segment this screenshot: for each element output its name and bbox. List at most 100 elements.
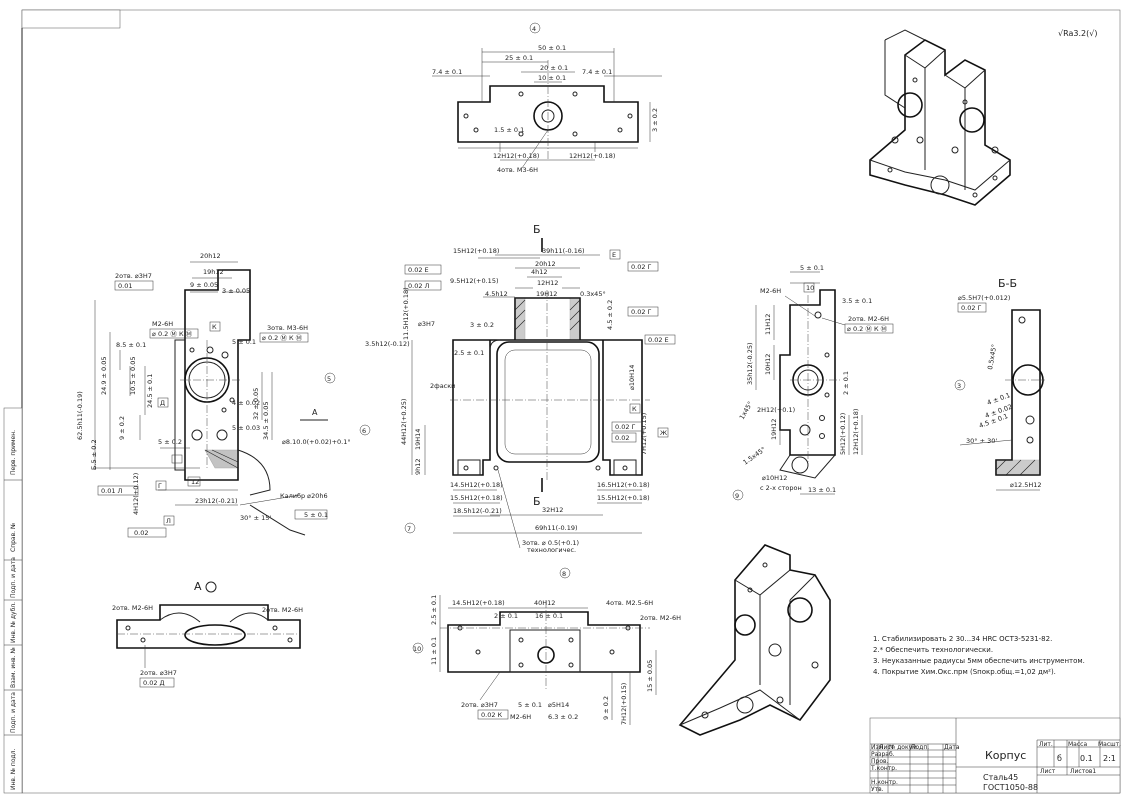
view-center-dim-35: К [632,405,637,413]
view-bottom-center: 14.5Н12(+0.18) 40Н12 4отв. М2.5-6Н 2отв.… [412,595,681,725]
view-center-letter-e: Е [612,251,616,259]
view-section-title: Б-Б [998,277,1017,290]
view-center-dim-19: 44Н12(+0.25) [400,399,408,445]
surface-finish-symbol: √Ra3.2(√) [1058,29,1097,38]
title-block-header-1: Лист [879,744,895,751]
view-right-dim-13: 12Н12(+0.18) [852,409,860,455]
view-section-dim-0: ⌀5.5Н7(+0.012) [958,294,1010,302]
view-left-dim-5: М2-6Н [152,320,173,328]
view-left-dim-1: 20h12 [200,252,221,260]
side-stamp-4: Взам. инв. № [10,647,17,688]
title-block-mass-value: 0.1 [1080,754,1093,763]
view-top-dim-0: 50 ± 0.1 [538,44,566,52]
view-center-dim-9: 0.02 Е [408,266,429,274]
view-left-dim-21: 4Н12(+0.12) [132,473,140,515]
view-top-dim-5: 7.4 ± 0.1 [582,68,612,76]
view-left-letter-3: К [212,323,217,331]
view-bottom-center-dim-0: 14.5Н12(+0.18) [452,599,505,607]
view-left-dim-11: 10.5 ± 0.05 [129,356,137,395]
view-bottom-center-dim-1: 40Н12 [534,599,555,607]
view-center-dim-17: 3 ± 0.2 [470,321,494,329]
view-right: 5 ± 0.1 10 М2-6Н 3.5 ± 0.1 2отв. М2-6Н ⌀… [732,264,894,501]
title-block-material-1: Сталь45 [983,773,1018,782]
view-bottom-center-dim-9: 0.02 К [481,711,503,719]
note-4: 4. Покрытие Хим.Окс.прм (Sпокр.общ.=1,02… [873,668,1056,676]
view-left-dim-16: 4 ± 0.02 [232,399,260,407]
view-section-circle: 3 [957,382,961,390]
view-left-dim-22: 23h12(-0.21) [195,497,238,505]
view-center-dim-34: Ж [660,429,667,437]
title-block-header-3: Подп. [911,744,929,751]
view-left-dim-27: 0.01 Л [101,487,123,495]
view-right-dim-7: 35h12(-0.25) [746,342,754,385]
view-top-dim-3: 10 ± 0.1 [538,74,566,82]
view-right-dim-14: ⌀10Н12 [762,474,787,482]
view-right-dim-6: 11Н12 [764,314,772,335]
view-left-circle-1: 5 [327,375,331,383]
view-left-dim-23: 12 [191,478,199,486]
view-right-dim-12: 5Н12(+0.12) [839,413,847,455]
view-center-dim-32: 0.02 [615,434,629,442]
view-left-letter-2: Д [160,399,165,407]
view-left-dim-4: 3 ± 0.05 [222,287,250,295]
view-left-dim-30: 0.02 [134,529,148,537]
view-bottom-center-circle: 10 [413,645,421,653]
view-center-dim-26: 69h11(-0.19) [535,524,578,532]
view-center-dim-5: 19Н12 [536,290,557,298]
title-block-lit-value: б [1057,754,1062,763]
view-center-dim-1: 39h11(-0.16) [542,247,585,255]
view-center-dim-8: 0.3х45° [580,290,606,298]
view-bottom-center-dim-4: 2 ± 0.1 [494,612,518,620]
view-left-dim-24: ⌀8.10.0(+0.02)+0.1° [282,438,351,446]
view-bottom-center-dim-2: 4отв. М2.5-6Н [606,599,653,607]
view-section-dim-6: 30° ± 30' [966,437,997,445]
title-block-header-2: № докум. [889,744,919,751]
title-block-row-4: Н.контр. [871,779,898,786]
view-bottom-left-dim-0: 2отв. М2-6Н [112,604,153,612]
view-center: Б Б 15Н12(+0.18) 39h11(-0.16) 20h1 [365,223,676,579]
view-right-dim-2: М2-6Н [760,287,781,295]
view-center-dim-13: ⌀3Н7 [418,320,435,328]
view-bottom-left-dim-2: 2отв. ⌀3Н7 [140,669,177,677]
view-center-dim-11b: 0.02 Г [631,308,652,316]
title-block-header-0: Изм [871,744,883,751]
side-stamp-5: Подп. и дата [10,692,17,733]
view-right-dim-15: с 2-х сторон [760,484,802,492]
view-right-dim-5: ⌀ 0.2 Ⓜ К Ⓜ [847,325,888,333]
title-block-part-name: Корпус [985,749,1026,762]
side-stamp-6: Инв. № подл. [10,749,17,790]
view-left-dim-3: 9 ± 0.05 [190,281,218,289]
view-left-dim-17: 5 ± 0.03 [232,424,260,432]
view-center-dim-33: 2фаски [430,382,455,390]
view-center-dim-36: 3отв. ⌀ 0.5(+0.1) [522,539,579,547]
view-left-dim-8: 62.5h11(-0.19) [76,391,84,440]
view-center-dim-6: 4.5h12 [485,290,508,298]
title-block: Изм Лист № докум. Подп. Дата Разраб. Про… [869,717,1121,794]
view-right-dim-11: 19Н12 [770,419,778,440]
side-stamp-2: Подп. и дата [10,557,17,598]
view-center-dim-15: 3.5h12(-0.12) [365,340,410,348]
view-bottom-center-dim-15: 7Н12(+0.15) [620,683,628,725]
view-left-dim-7: ⌀ 0.2 Ⓜ К Ⓜ [152,330,193,338]
view-left-dim-19: 34.5 ± 0.05 [262,401,270,440]
view-left-dim-26: 30° ± 15' [240,514,271,522]
view-left-dim-10: 8.5 ± 0.1 [116,341,146,349]
view-bottom-center-dim-13: 6.3 ± 0.2 [548,713,578,721]
view-left-dim-6: 3отв. М3-6Н [267,324,308,332]
view-bottom-center-dim-5: 16 ± 0.1 [535,612,563,620]
view-center-dim-11: 0.02 Г [631,263,652,271]
title-block-sheet-label: Лист [1040,768,1056,775]
note-3: 3. Неуказанные радиусы 5мм обеспечить ин… [873,657,1085,665]
view-left-dim-29: 0.01 [118,282,132,290]
view-center-dim-16: 2.5 ± 0.1 [454,349,484,357]
title-block-row-2: Т.контр. [870,765,897,772]
view-left-dim-31: 5 ± 0.1 [304,511,328,519]
view-left: 20h12 19h12 9 ± 0.05 3 ± 0.05 2отв. ⌀3Н7… [76,252,371,538]
view-center-dim-7: 9.5Н12(+0.15) [450,277,499,285]
view-center-dim-18: 4.5 ± 0.2 [606,300,614,330]
view-bottom-center-dim-3: 2отв. М2-6Н [640,614,681,622]
view-left-dim-18: 32 ± 0.05 [252,388,260,420]
top-left-stamp [21,9,121,29]
view-top: 4 50 ± 0.1 25 ± 0.1 20 ± 0.1 10 ± 0.1 7.… [432,22,662,174]
